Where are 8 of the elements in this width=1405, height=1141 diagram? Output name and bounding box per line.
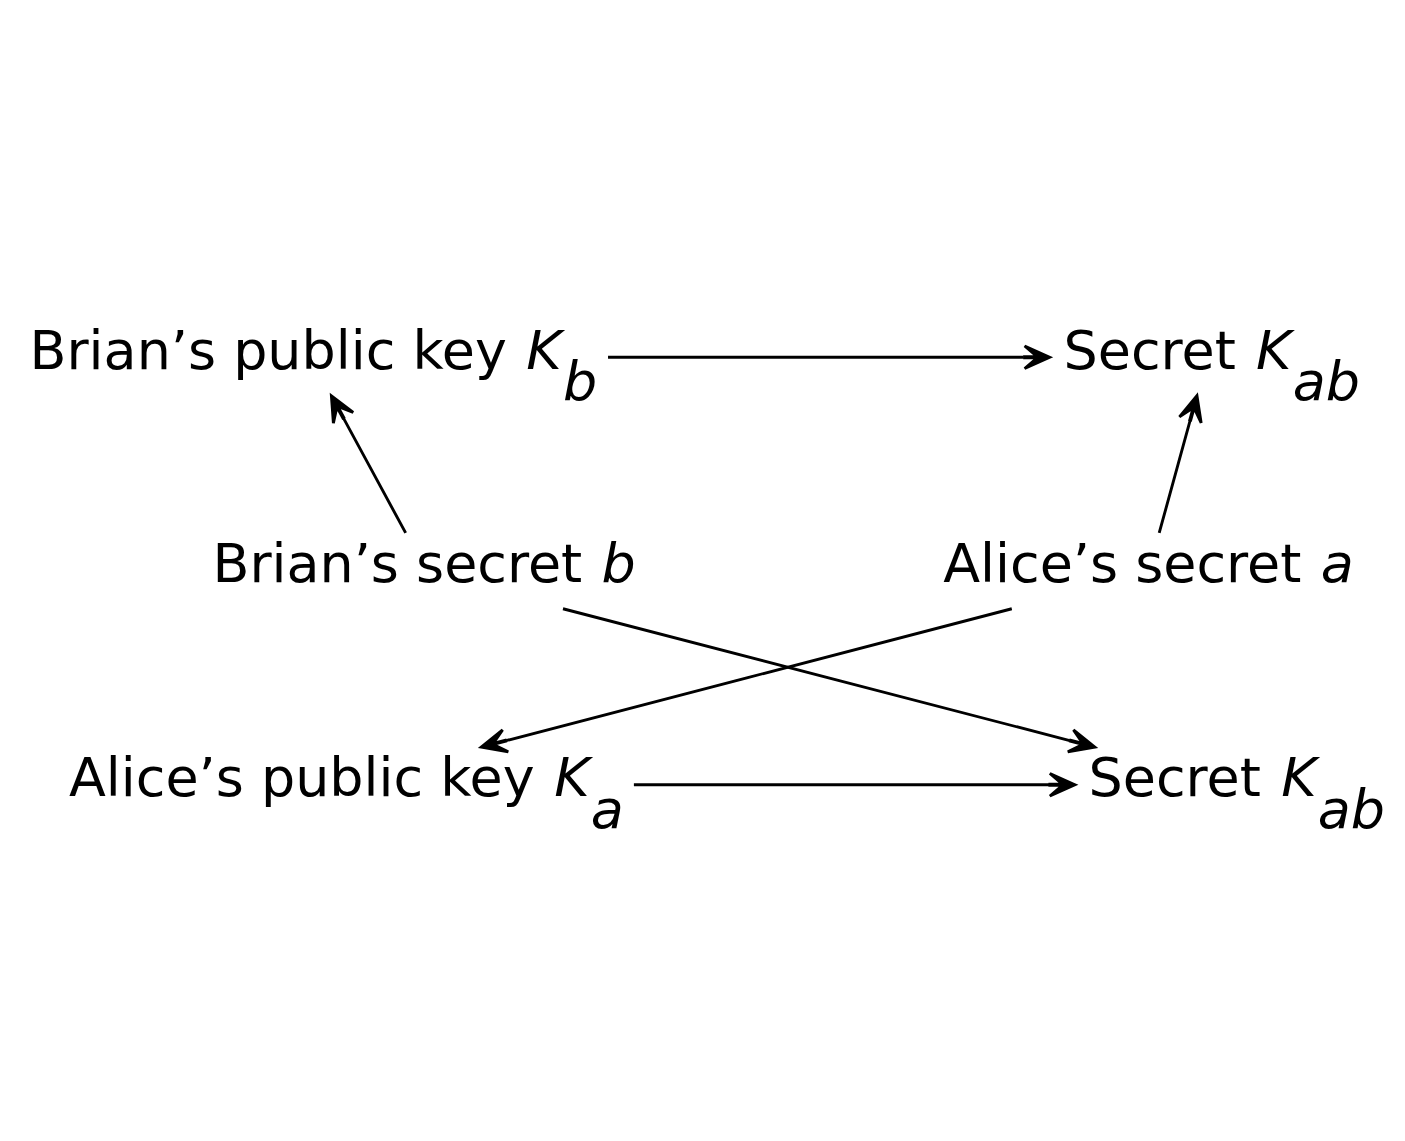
- arrow: [633, 771, 1077, 797]
- node-text: Brian’s secret b: [212, 531, 636, 595]
- arrow: [562, 606, 1097, 753]
- arrow: [1157, 393, 1203, 533]
- arrow: [329, 393, 407, 534]
- node-text: Alice’s secret a: [943, 531, 1354, 595]
- arrow: [479, 606, 1013, 753]
- arrow: [608, 344, 1052, 370]
